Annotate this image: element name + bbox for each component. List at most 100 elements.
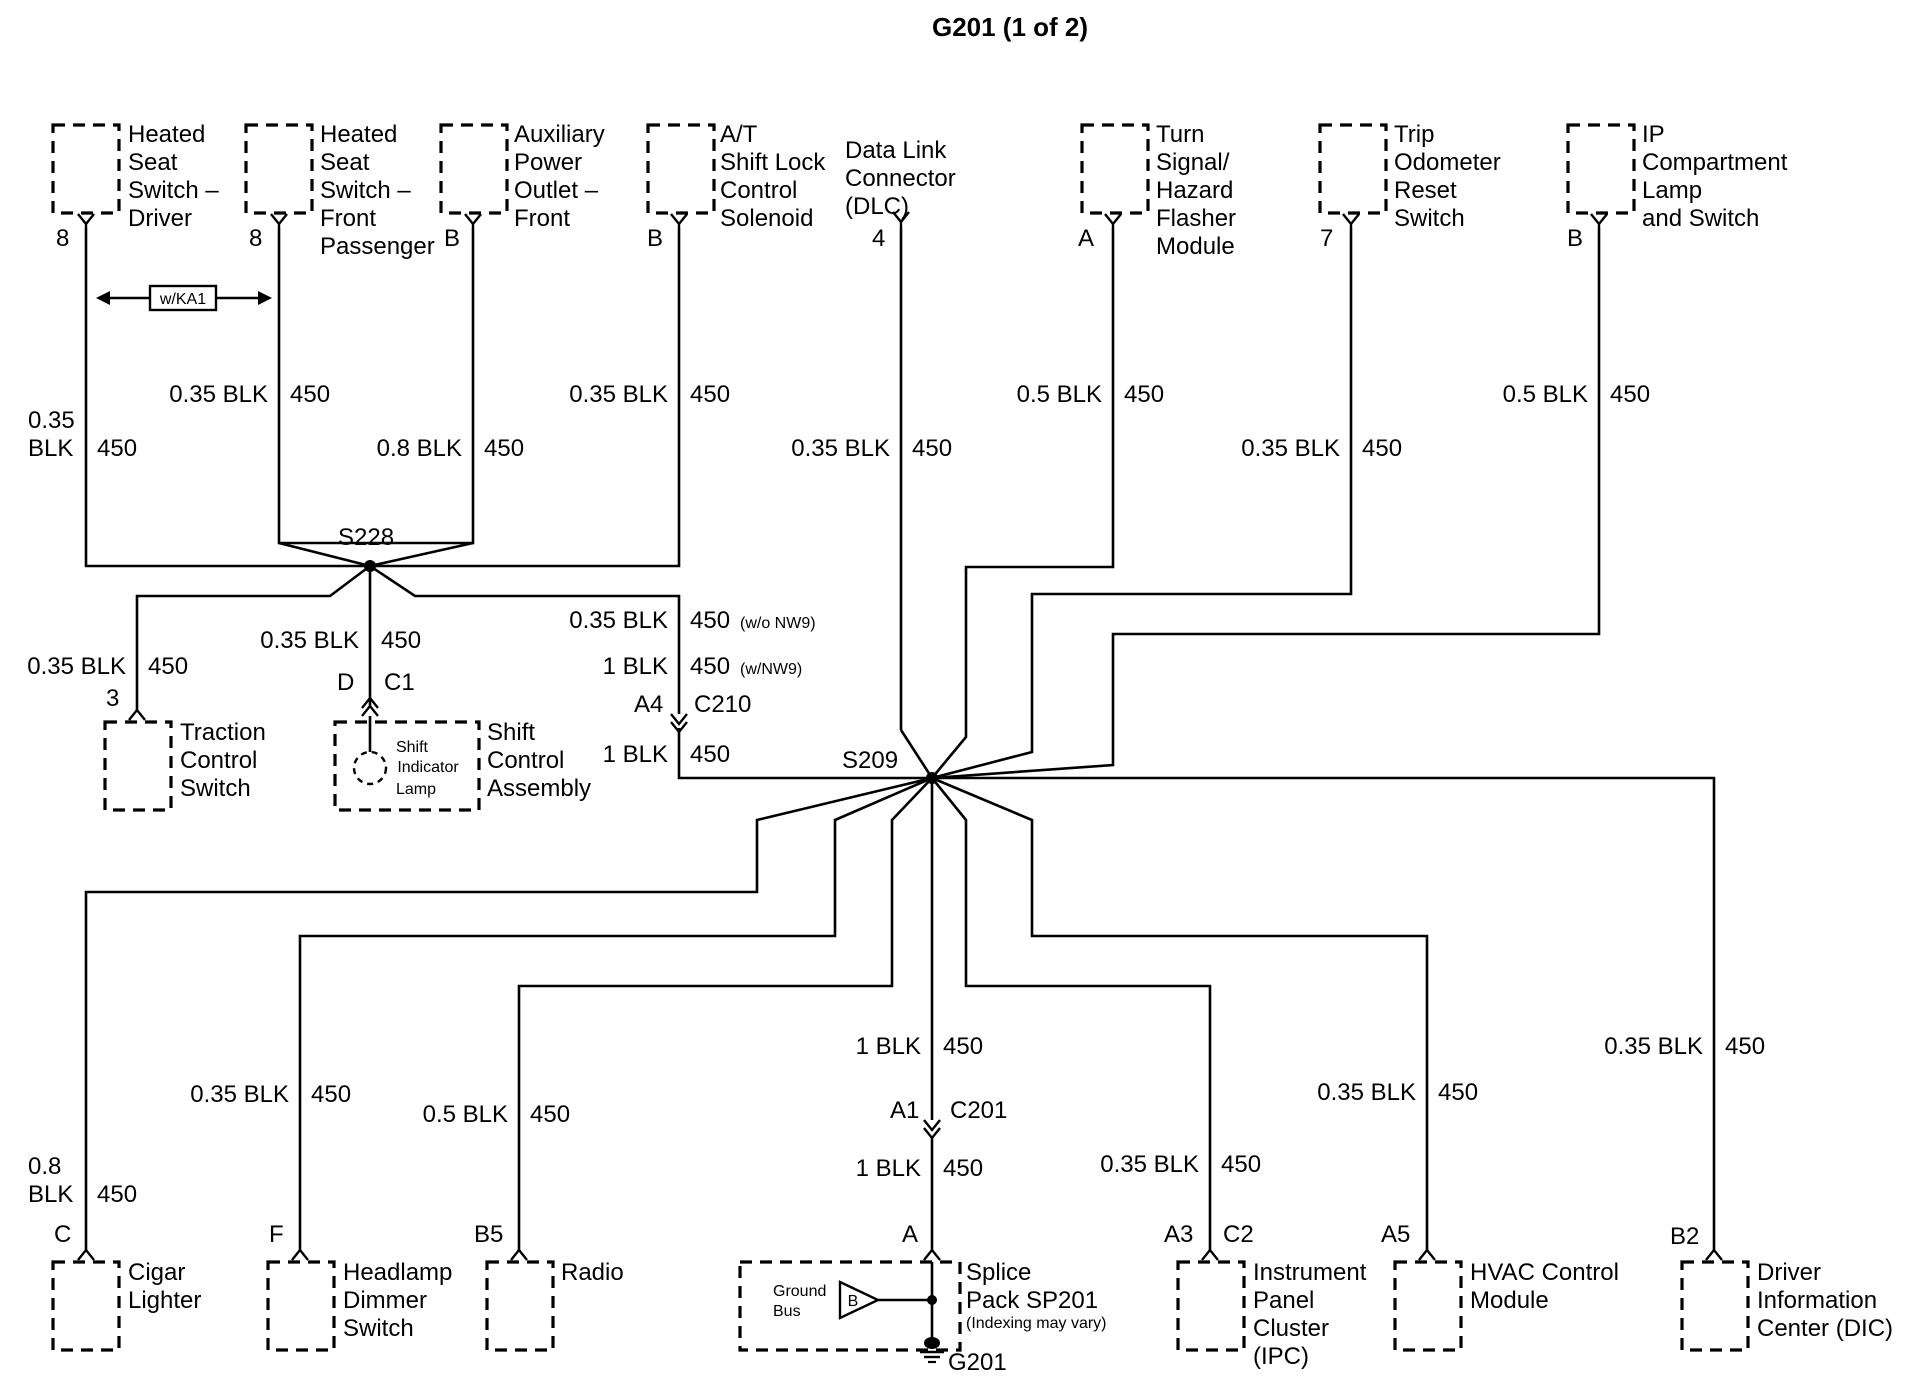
svg-text:Compartment: Compartment (1642, 149, 1788, 176)
top-component-aux-power-outlet: Auxiliary Power Outlet – Front (439, 121, 605, 232)
svg-text:A: A (902, 1221, 918, 1248)
svg-text:Hazard: Hazard (1156, 177, 1233, 204)
svg-text:Shift Lock: Shift Lock (720, 149, 826, 176)
svg-text:0.35: 0.35 (28, 407, 75, 434)
ground-bus-icon (838, 1280, 881, 1320)
svg-text:Radio: Radio (561, 1259, 624, 1286)
svg-text:Cigar: Cigar (128, 1259, 185, 1286)
svg-text:450: 450 (290, 381, 330, 408)
svg-text:Solenoid: Solenoid (720, 205, 813, 232)
svg-text:A/T: A/T (720, 121, 758, 148)
svg-text:Switch –: Switch – (320, 177, 411, 204)
svg-text:(Indexing may vary): (Indexing may vary) (966, 1315, 1107, 1332)
svg-text:Bus: Bus (773, 1303, 801, 1320)
svg-text:Module: Module (1156, 233, 1235, 260)
diagram-title: G201 (1 of 2) (932, 12, 1088, 42)
svg-text:450: 450 (1725, 1033, 1765, 1060)
svg-text:Driver: Driver (1757, 1259, 1821, 1286)
svg-text:450: 450 (1362, 435, 1402, 462)
svg-text:450: 450 (690, 381, 730, 408)
svg-text:Connector: Connector (845, 165, 956, 192)
svg-text:Shift: Shift (396, 739, 429, 756)
traction-control-switch: 0.35 BLK 450 3 Traction Control Switch (27, 653, 266, 812)
connector-c210: 0.35 BLK 450 (w/o NW9) 1 BLK 450 (w/NW9)… (569, 607, 815, 768)
svg-text:8: 8 (56, 225, 69, 252)
svg-text:0.35 BLK: 0.35 BLK (260, 627, 359, 654)
svg-text:HVAC Control: HVAC Control (1470, 1259, 1619, 1286)
svg-text:(IPC): (IPC) (1253, 1343, 1309, 1370)
svg-text:450: 450 (912, 435, 952, 462)
svg-text:Front: Front (514, 205, 570, 232)
svg-text:Lamp: Lamp (1642, 177, 1702, 204)
top-component-flasher-module: Turn Signal/ Hazard Flasher Module (1080, 121, 1236, 260)
svg-text:Data Link: Data Link (845, 137, 947, 164)
top-pin-labels: 8 8 B B 4 A 7 B (56, 225, 1583, 252)
svg-text:G201: G201 (948, 1349, 1007, 1376)
svg-text:BLK: BLK (28, 435, 73, 462)
svg-text:C201: C201 (950, 1097, 1007, 1124)
svg-text:0.35 BLK: 0.35 BLK (569, 607, 668, 634)
svg-text:450: 450 (1124, 381, 1164, 408)
svg-text:Ground: Ground (773, 1283, 826, 1300)
svg-text:0.35 BLK: 0.35 BLK (791, 435, 890, 462)
svg-text:Lighter: Lighter (128, 1287, 201, 1314)
svg-text:A4: A4 (634, 691, 663, 718)
shift-indicator-lamp-icon (352, 750, 388, 786)
svg-text:Control: Control (487, 747, 564, 774)
svg-text:Pack SP201: Pack SP201 (966, 1287, 1098, 1314)
svg-text:Passenger: Passenger (320, 233, 435, 260)
svg-text:Module: Module (1470, 1287, 1549, 1314)
svg-text:Reset: Reset (1394, 177, 1457, 204)
svg-text:(w/NW9): (w/NW9) (740, 661, 802, 678)
svg-text:Center (DIC): Center (DIC) (1757, 1315, 1893, 1342)
svg-text:0.35 BLK: 0.35 BLK (1100, 1151, 1199, 1178)
svg-text:3: 3 (106, 685, 119, 712)
splice-s228-label: S228 (338, 524, 394, 551)
svg-text:450: 450 (381, 627, 421, 654)
bottom-component-cigar-lighter: 0.8 BLK 450 C Cigar Lighter (28, 1153, 201, 1352)
svg-text:Control: Control (720, 177, 797, 204)
svg-text:450: 450 (690, 653, 730, 680)
svg-text:Assembly: Assembly (487, 775, 591, 802)
svg-text:1 BLK: 1 BLK (603, 741, 668, 768)
svg-text:0.35 BLK: 0.35 BLK (1317, 1079, 1416, 1106)
svg-text:8: 8 (249, 225, 262, 252)
svg-text:and Switch: and Switch (1642, 205, 1759, 232)
svg-text:0.5 BLK: 0.5 BLK (1017, 381, 1102, 408)
ground-path: 1 BLK 450 A1 C201 1 BLK 450 A B Ground B… (738, 1033, 1107, 1376)
svg-text:A3: A3 (1164, 1221, 1193, 1248)
svg-text:0.5 BLK: 0.5 BLK (423, 1101, 508, 1128)
svg-text:Auxiliary: Auxiliary (514, 121, 605, 148)
svg-text:C: C (54, 1221, 71, 1248)
svg-text:450: 450 (690, 741, 730, 768)
svg-text:450: 450 (943, 1155, 983, 1182)
svg-text:Traction: Traction (180, 719, 266, 746)
svg-text:450: 450 (530, 1101, 570, 1128)
svg-text:0.35 BLK: 0.35 BLK (569, 381, 668, 408)
svg-text:Panel: Panel (1253, 1287, 1314, 1314)
svg-text:Flasher: Flasher (1156, 205, 1236, 232)
svg-text:Turn: Turn (1156, 121, 1204, 148)
svg-text:A5: A5 (1381, 1221, 1410, 1248)
svg-text:C210: C210 (694, 691, 751, 718)
shift-control-assembly: 0.35 BLK 450 D C1 Shift Indicator Lamp S… (260, 627, 591, 812)
svg-text:450: 450 (97, 1181, 137, 1208)
svg-text:Headlamp: Headlamp (343, 1259, 452, 1286)
svg-text:450: 450 (1221, 1151, 1261, 1178)
svg-text:Dimmer: Dimmer (343, 1287, 427, 1314)
svg-text:0.5 BLK: 0.5 BLK (1503, 381, 1588, 408)
svg-text:450: 450 (484, 435, 524, 462)
svg-text:D: D (337, 669, 354, 696)
svg-text:w/KA1: w/KA1 (159, 291, 206, 308)
svg-text:1 BLK: 1 BLK (856, 1033, 921, 1060)
svg-text:Switch: Switch (180, 775, 251, 802)
ground-icon (920, 1337, 944, 1364)
svg-text:Front: Front (320, 205, 376, 232)
svg-text:450: 450 (1438, 1079, 1478, 1106)
svg-text:0.8: 0.8 (28, 1153, 61, 1180)
top-component-heated-seat-driver: Heated Seat Switch – Driver (51, 121, 219, 232)
top-component-shift-lock-solenoid: A/T Shift Lock Control Solenoid (646, 121, 826, 232)
top-component-heated-seat-passenger: Heated Seat Switch – Front Passenger (244, 121, 435, 260)
svg-text:0.8 BLK: 0.8 BLK (377, 435, 462, 462)
top-component-ip-compartment-lamp: IP Compartment Lamp and Switch (1566, 121, 1788, 232)
